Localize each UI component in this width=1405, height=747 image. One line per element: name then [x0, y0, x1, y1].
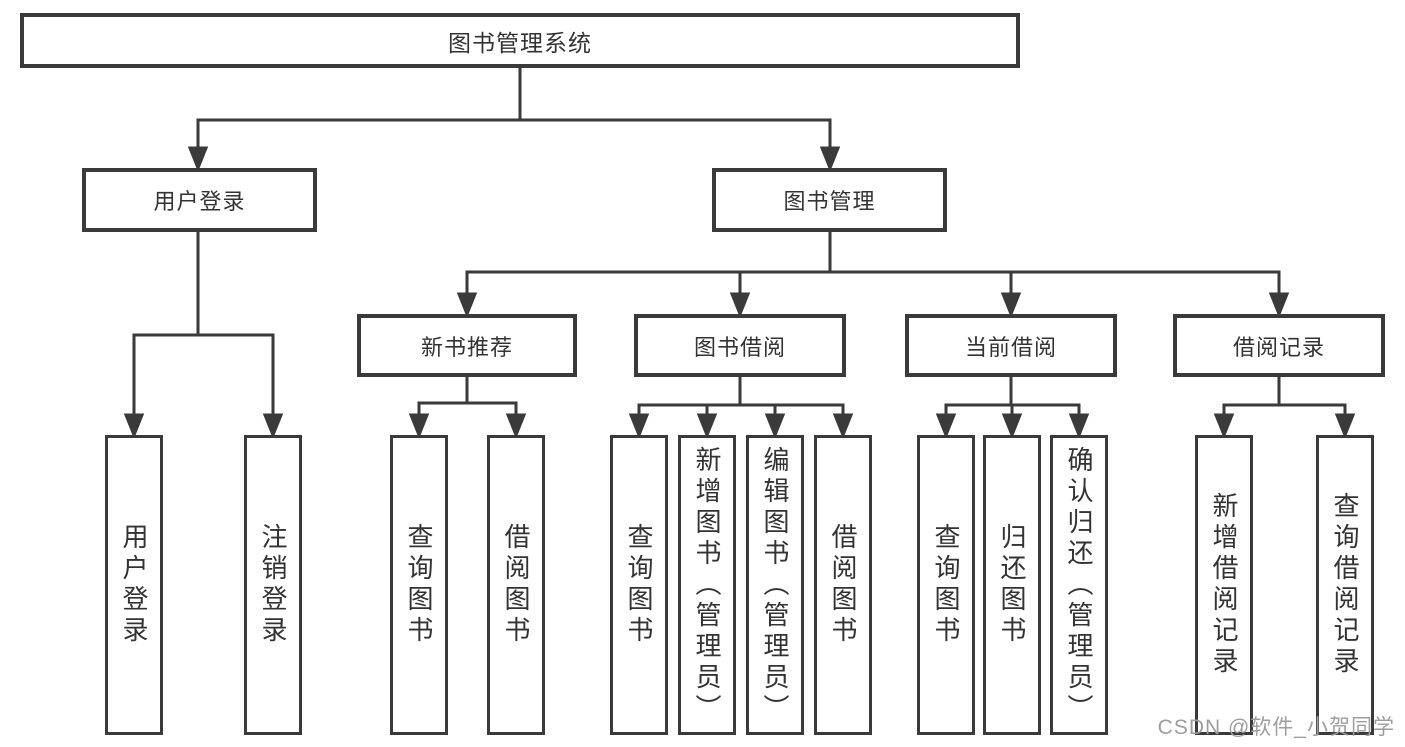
leaf-query-books-recommend: 查询图书 — [390, 435, 448, 735]
leaf-query-borrow-record: 查询借阅记录 — [1316, 435, 1374, 735]
node-book-borrow: 图书借阅 — [634, 314, 846, 377]
leaf-add-books-admin: 新增图书（管理员） — [678, 435, 736, 735]
leaf-query-books-borrow: 查询图书 — [610, 435, 668, 735]
leaf-logout-login: 注销登录 — [244, 435, 302, 735]
leaf-confirm-return-admin: 确认归还（管理员） — [1050, 435, 1108, 735]
node-book-management: 图书管理 — [712, 168, 947, 232]
node-current-borrow-label: 当前借阅 — [964, 334, 1057, 360]
watermark: CSDN @软件_小贺同学 — [1157, 716, 1395, 739]
node-new-book-recommend: 新书推荐 — [357, 314, 577, 377]
node-user-login: 用户登录 — [82, 168, 317, 232]
leaf-query-books-current: 查询图书 — [917, 435, 975, 735]
leaf-borrow-books-recommend: 借阅图书 — [487, 435, 545, 735]
leaf-user-login: 用户登录 — [105, 435, 163, 735]
node-root: 图书管理系统 — [20, 13, 1020, 68]
node-current-borrow: 当前借阅 — [905, 314, 1117, 377]
leaf-add-borrow-record: 新增借阅记录 — [1195, 435, 1253, 735]
node-user-login-label: 用户登录 — [153, 189, 246, 214]
node-new-book-recommend-label: 新书推荐 — [420, 334, 513, 360]
leaf-edit-books-admin: 编辑图书（管理员） — [746, 435, 804, 735]
node-book-borrow-label: 图书借阅 — [693, 334, 786, 360]
leaf-return-books: 归还图书 — [983, 435, 1041, 735]
node-borrow-records-label: 借阅记录 — [1232, 334, 1325, 360]
leaf-borrow-books: 借阅图书 — [814, 435, 872, 735]
node-borrow-records: 借阅记录 — [1173, 314, 1385, 377]
node-root-label: 图书管理系统 — [448, 29, 592, 56]
node-book-management-label: 图书管理 — [783, 189, 876, 214]
